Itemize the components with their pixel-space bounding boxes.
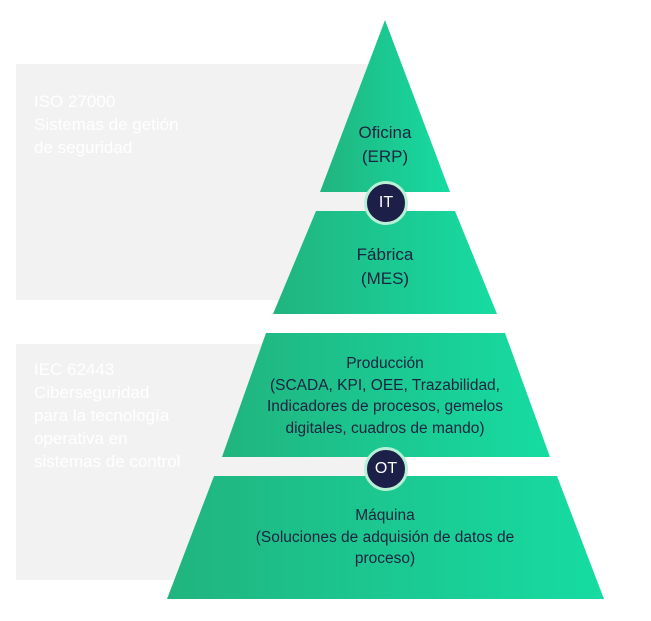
pyramid-level-oficina: [320, 20, 450, 192]
iso-27000-panel: ISO 27000 Sistemas de getión de segurida…: [16, 64, 376, 300]
maquina-label: Máquina (Soluciones de adquisión de dato…: [255, 507, 515, 567]
oficina-label: Oficina (ERP): [358, 123, 412, 166]
iso-27000-text: ISO 27000 Sistemas de getión de segurida…: [34, 92, 179, 157]
fabrica-label: Fábrica (MES): [356, 245, 414, 288]
produccion-label: Producción (SCADA, KPI, OEE, Trazabilida…: [266, 355, 504, 437]
ot-badge: OT: [364, 447, 408, 491]
it-badge: IT: [364, 181, 408, 225]
iec-62443-text: IEC 62443 Ciberseguridad para la tecnolo…: [34, 360, 181, 471]
pyramid-level-produccion: [222, 333, 550, 457]
pyramid-level-maquina: [167, 476, 604, 599]
pyramid-level-fabrica: [273, 211, 497, 314]
